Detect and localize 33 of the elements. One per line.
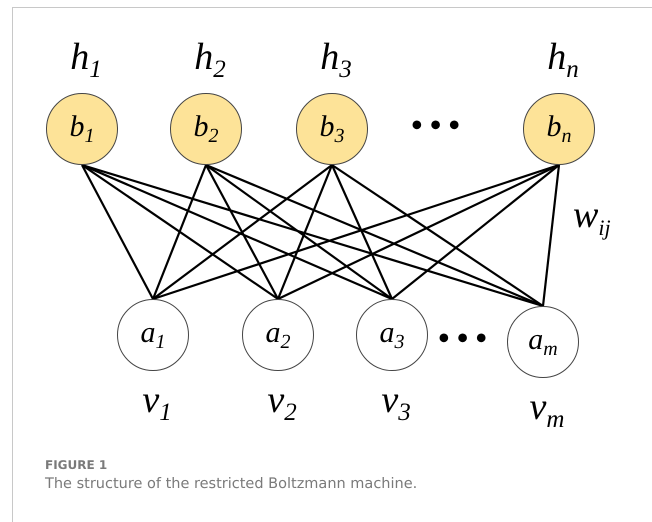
bias-label: a$_{1}$ bbox=[140, 318, 166, 352]
ellipsis-dots: ••• bbox=[435, 325, 492, 355]
unit-label: v$_{2}$ bbox=[267, 381, 297, 425]
connection-line bbox=[205, 164, 279, 300]
unit-label: h$_{3}$ bbox=[320, 38, 352, 82]
unit-label: v$_{3}$ bbox=[381, 381, 411, 425]
connection-line bbox=[542, 164, 560, 306]
unit-label: v$_{m}$ bbox=[530, 388, 564, 432]
unit-label: h$_{2}$ bbox=[194, 38, 226, 82]
bias-label: b$_{3}$ bbox=[320, 112, 344, 146]
bias-label: a$_{2}$ bbox=[266, 318, 290, 352]
connection-line bbox=[81, 164, 154, 300]
edge-label: w$_{ij}$ bbox=[573, 196, 611, 238]
connection-line bbox=[205, 164, 393, 300]
connection-line bbox=[152, 164, 208, 300]
figure-number: FIGURE 1 bbox=[45, 458, 108, 472]
bias-label: b$_{2}$ bbox=[194, 112, 218, 146]
bias-label: a$_{m}$ bbox=[528, 325, 558, 359]
connection-line bbox=[276, 164, 334, 300]
ellipsis-dots: ••• bbox=[408, 112, 464, 142]
bias-label: a$_{3}$ bbox=[380, 318, 404, 352]
connection-line bbox=[152, 164, 333, 300]
unit-label: h$_{n}$ bbox=[547, 38, 579, 82]
bias-label: b$_{1}$ bbox=[70, 112, 94, 146]
connection-line bbox=[82, 164, 392, 300]
connection-line bbox=[331, 164, 393, 300]
connection-line bbox=[391, 164, 560, 300]
connection-line bbox=[331, 164, 544, 307]
figure-caption: The structure of the restricted Boltzmann machine. bbox=[45, 476, 418, 492]
unit-label: h$_{1}$ bbox=[70, 38, 102, 82]
unit-label: v$_{1}$ bbox=[142, 381, 172, 425]
connection-line bbox=[81, 164, 279, 300]
bias-label: b$_{n}$ bbox=[546, 112, 572, 146]
